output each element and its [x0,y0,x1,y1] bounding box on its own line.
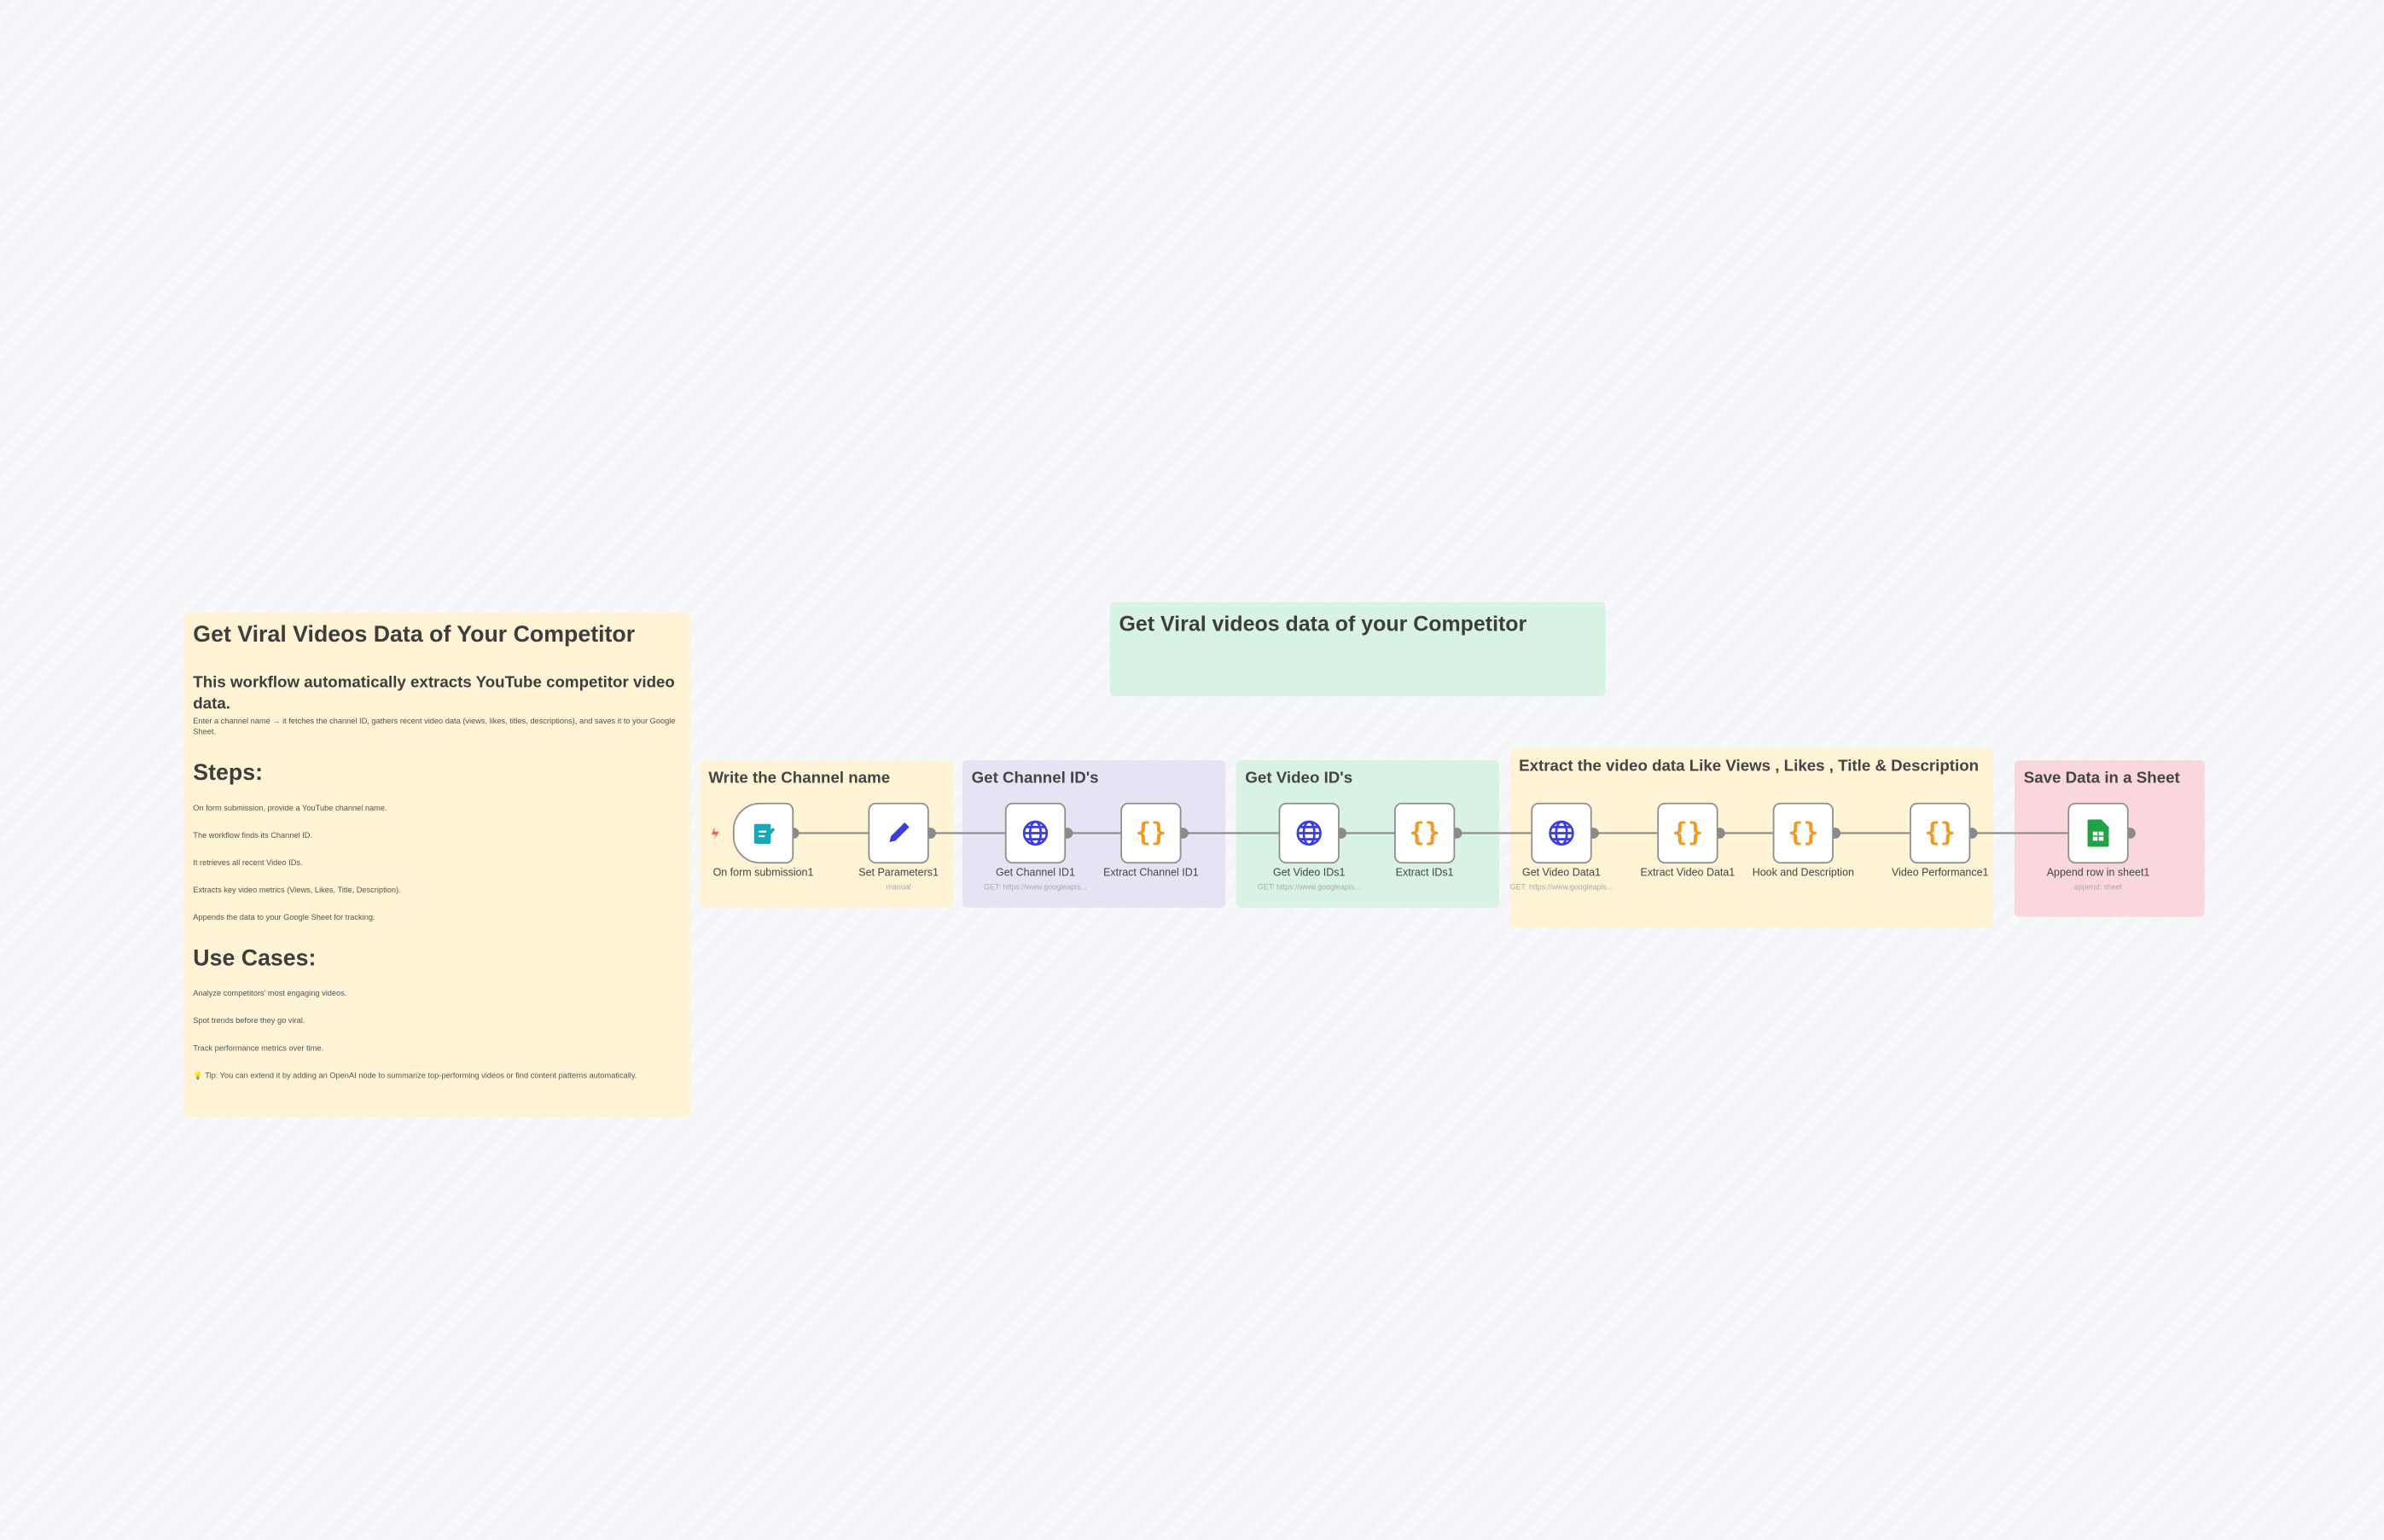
node-label: Get Video Data1 [1521,868,1602,879]
step-item: On form submission, provide a YouTube ch… [193,804,387,814]
note-intro: Enter a channel name → it fetches the ch… [193,718,676,738]
group-title: Get Video ID's [1245,769,1353,788]
node-label: Video Performance1 [1891,868,1989,879]
step-item: The workflow finds its Channel ID. [193,831,313,841]
globe-icon [1549,820,1574,846]
group-title: Save Data in a Sheet [2023,769,2180,788]
trigger-bolt-icon [711,827,719,841]
node-label: Extract Channel ID1 [1103,868,1199,879]
sticky-note-title[interactable]: Get Viral videos data of your Competitor [1109,601,1606,697]
note-subtitle: This workflow automatically extracts You… [193,673,675,713]
node-get-video-data[interactable] [1531,802,1592,864]
code-braces-icon: {} [1672,817,1704,849]
step-item: Extracts key video metrics (Views, Likes… [193,886,401,896]
note-title: Get Viral Videos Data of Your Competitor [193,621,636,648]
group-title: Extract the video data Like Views , Like… [1519,757,1980,776]
node-subtitle: manual [886,883,911,892]
node-label: Extract IDs1 [1395,868,1454,879]
node-get-video-ids[interactable] [1278,802,1340,864]
node-subtitle: GET: https://www.googleapis... [1509,883,1614,892]
node-subtitle: GET: https://www.googleapis... [984,883,1087,892]
step-item: Appends the data to your Google Sheet fo… [193,913,375,923]
node-label: Set Parameters1 [858,868,939,879]
node-append-row-in-sheet[interactable] [2067,802,2129,864]
node-video-performance[interactable]: {} [1910,802,1971,864]
node-subtitle: GET: https://www.googleapis... [1257,883,1361,892]
group-title: Get Channel ID's [971,769,1099,788]
node-extract-channel-id[interactable]: {} [1120,802,1182,864]
node-label: Append row in sheet1 [2046,868,2150,879]
node-label: Extract Video Data1 [1640,868,1736,879]
node-extract-ids[interactable]: {} [1394,802,1456,864]
node-label: Get Channel ID1 [996,868,1075,879]
top-note-title: Get Viral videos data of your Competitor [1119,611,1527,636]
code-braces-icon: {} [1135,817,1167,849]
node-get-channel-id[interactable] [1004,802,1067,864]
use-case-item: Spot trends before they go viral. [193,1017,305,1026]
sticky-note-overview[interactable]: Get Viral Videos Data of Your Competitor… [183,613,690,1118]
node-extract-video-data[interactable]: {} [1657,802,1718,864]
form-icon [753,823,776,844]
node-set-parameters[interactable] [868,802,929,864]
code-braces-icon: {} [1409,817,1440,849]
use-case-item: Analyze competitors' most engaging video… [193,990,347,999]
google-sheets-icon [2087,819,2109,847]
node-subtitle: append: sheet [2073,883,2123,892]
use-cases-heading: Use Cases: [193,945,317,972]
node-label: Hook and Description [1752,868,1854,879]
code-braces-icon: {} [1788,817,1819,849]
group-title: Write the Channel name [708,769,891,788]
step-item: It retrieves all recent Video IDs. [193,858,303,869]
node-label: On form submission1 [712,868,814,879]
use-case-item: Track performance metrics over time. [193,1044,324,1054]
node-label: Get Video IDs1 [1273,868,1346,879]
steps-heading: Steps: [193,759,263,787]
node-hook-and-description[interactable]: {} [1772,802,1834,864]
globe-icon [1296,820,1322,846]
tip-text: 💡 Tip: You can extend it by adding an Op… [193,1072,637,1081]
node-on-form-submission[interactable] [732,802,794,864]
pencil-icon [889,822,910,843]
code-braces-icon: {} [1924,817,1956,849]
globe-icon [1022,820,1049,846]
